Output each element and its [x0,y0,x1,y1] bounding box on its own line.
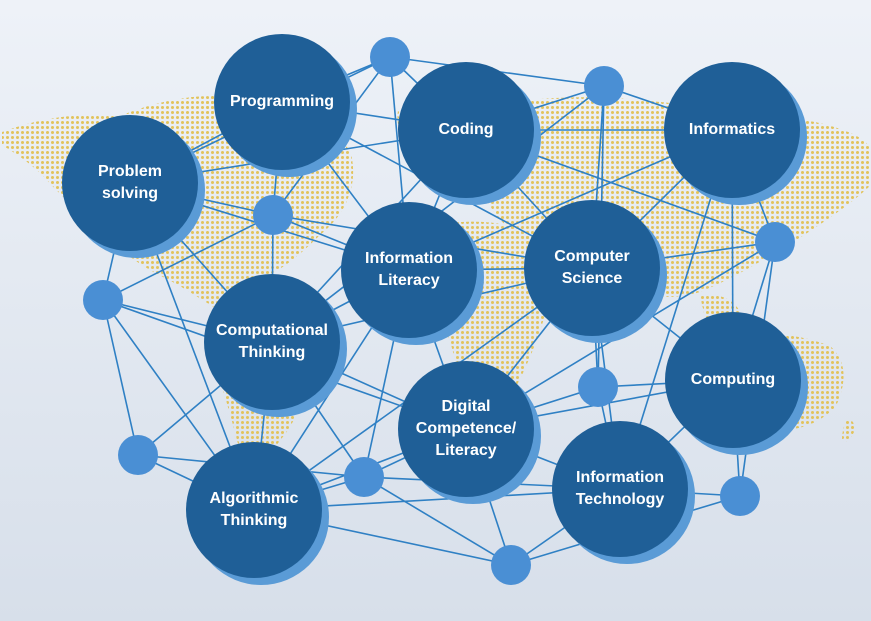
connector-node [720,476,760,516]
node-label: Algorithmic [210,490,299,507]
concept-node-problem-solving: Problem solving [62,115,205,258]
node-label: solving [102,185,158,202]
node-label: Literacy [435,442,496,459]
connector-node [83,280,123,320]
connector-node [118,435,158,475]
node-label: Coding [438,121,493,138]
node-label: Technology [576,491,665,508]
node-label: Programming [230,93,334,110]
node-circle [524,200,660,336]
node-label: Science [562,270,623,287]
node-label: Competence/ [416,420,517,437]
node-label: Problem [98,163,162,180]
node-label: Computational [216,322,328,339]
concept-node-informatics: Informatics [664,62,807,205]
edge-s8-s10 [363,476,512,566]
node-label: Thinking [221,512,288,529]
node-label: Information [365,250,453,267]
node-circle [664,62,800,198]
connector-node [755,222,795,262]
node-circle [398,361,534,497]
node-label: Thinking [239,344,306,361]
node-circle [204,274,340,410]
node-label: Digital [442,398,491,415]
node-circle [341,202,477,338]
node-label: Literacy [378,272,439,289]
edge-s3-s5 [102,214,274,301]
connector-node [370,37,410,77]
connector-node [578,367,618,407]
small-connector-nodes [83,37,795,585]
connector-node [584,66,624,106]
new-zealand-landmass [842,419,855,442]
connector-node [253,195,293,235]
node-circle [665,312,801,448]
connector-node [491,545,531,585]
concept-node-computing: Computing [665,312,808,455]
concept-node-programming: Programming [214,34,357,177]
edge-s5-s7 [102,299,139,456]
concept-node-coding: Coding [398,62,541,205]
node-label: Computer [554,248,630,265]
node-circle [552,421,688,557]
node-label: Computing [691,371,775,388]
node-circle [214,34,350,170]
connector-node [344,457,384,497]
node-label: Informatics [689,121,775,138]
node-circle [398,62,534,198]
node-label: Information [576,469,664,486]
node-circle [62,115,198,251]
node-circle [186,442,322,578]
